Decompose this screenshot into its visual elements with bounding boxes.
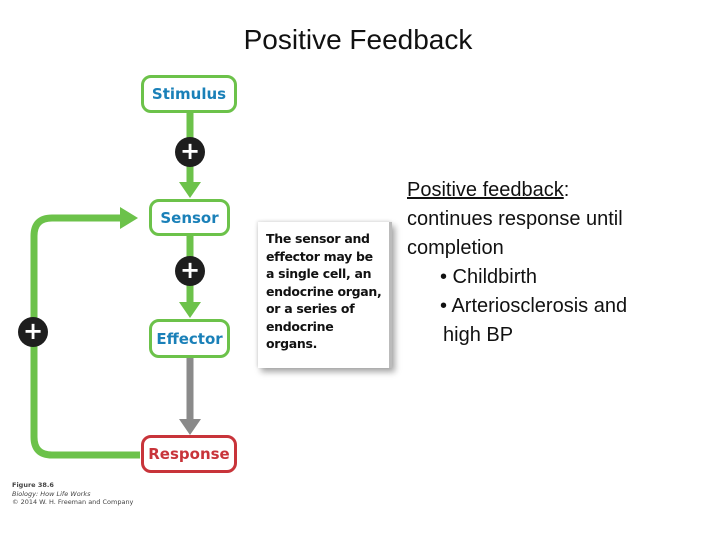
callout-line: endocrine — [266, 318, 334, 334]
definition-line: Positive feedback: — [407, 176, 707, 205]
plus-icon-stimulus-sensor: + — [175, 137, 205, 167]
plus-icon-sensor-effector: + — [175, 256, 205, 286]
response-box: Response — [141, 435, 237, 473]
callout-line: a single cell, an — [266, 266, 372, 281]
page-title: Positive Feedback — [243, 24, 473, 55]
callout-line: endocrine organ, — [266, 283, 382, 299]
positive-feedback-description: Positive feedback: continues response un… — [407, 176, 707, 350]
definition-line-2: continues response until — [407, 208, 623, 230]
response-label: Response — [148, 445, 230, 463]
effector-box: Effector — [149, 319, 230, 358]
caption-figure-number: Figure 38.6 — [12, 481, 54, 489]
arrow-effector-to-response — [179, 358, 201, 435]
sensor-effector-callout: The sensor and effector may be a single … — [258, 222, 392, 368]
example-bullet-arteriosclerosis: • Arteriosclerosis and — [440, 295, 628, 317]
caption-book-title: Biology: How Life Works — [12, 489, 91, 498]
callout-line: The sensor and — [266, 231, 370, 246]
definition-term: Positive feedback — [407, 179, 564, 201]
plus-icon-loop: + — [18, 317, 48, 347]
caption-copyright: © 2014 W. H. Freeman and Company — [12, 498, 134, 506]
sensor-box: Sensor — [149, 199, 230, 236]
callout-line: or a series of — [266, 301, 355, 316]
loop-arrow-response-to-sensor — [30, 207, 140, 459]
sensor-label: Sensor — [160, 208, 219, 227]
example-bullet-childbirth: • Childbirth — [440, 266, 538, 288]
stimulus-box: Stimulus — [141, 75, 237, 113]
definition-colon: : — [563, 179, 570, 201]
definition-line-3: completion — [407, 237, 504, 259]
effector-label: Effector — [156, 329, 223, 348]
figure-caption: Figure 38.6 Biology: How Life Works © 20… — [12, 481, 133, 507]
callout-line: organs. — [266, 336, 318, 351]
example-bullet-continuation: high BP — [443, 324, 514, 346]
stimulus-label: Stimulus — [151, 85, 227, 103]
callout-line: effector may be — [266, 248, 373, 264]
